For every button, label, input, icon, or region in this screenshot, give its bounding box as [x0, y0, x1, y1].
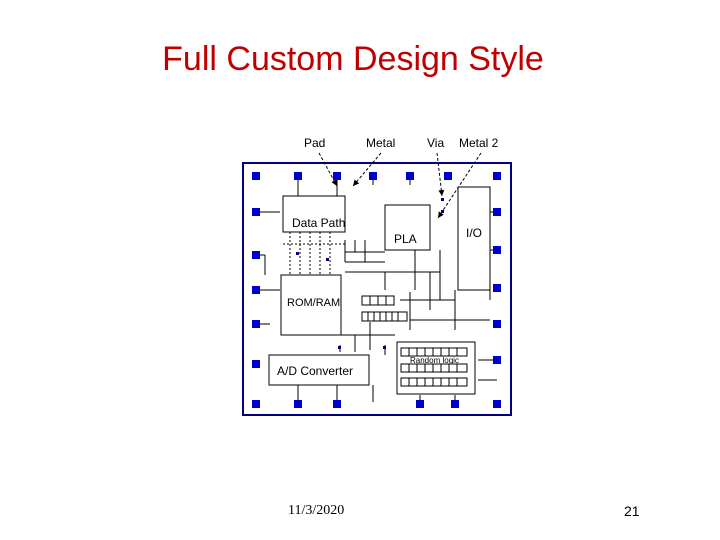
pad [294, 172, 302, 180]
pad [252, 320, 260, 328]
pla-block [384, 204, 431, 251]
pad [369, 172, 377, 180]
pad [406, 172, 414, 180]
data-path-block [282, 195, 346, 233]
callout-arrows [318, 152, 482, 219]
pad [333, 400, 341, 408]
random-logic-label: Random logic [410, 356, 459, 365]
pad [416, 400, 424, 408]
ad-converter-label: A/D Converter [277, 364, 353, 378]
pla-label: PLA [394, 232, 417, 246]
pad [493, 208, 501, 216]
pad [252, 400, 260, 408]
metal2-callout-label: Metal 2 [459, 136, 499, 150]
pad [451, 400, 459, 408]
pads [252, 172, 501, 408]
pad [493, 356, 501, 364]
pad [444, 172, 452, 180]
pad [493, 172, 501, 180]
dashed-wiring [283, 232, 345, 275]
via-dots [296, 198, 444, 349]
pad [333, 172, 341, 180]
pad [252, 208, 260, 216]
slide-date: 11/3/2020 [288, 503, 345, 518]
pad [252, 360, 260, 368]
via-callout-label: Via [427, 136, 444, 150]
pad [252, 286, 260, 294]
pad [252, 251, 260, 259]
pad [294, 400, 302, 408]
pad [493, 320, 501, 328]
cell-array-top [361, 295, 408, 322]
slide-title: Full Custom Design Style [162, 40, 544, 78]
pad [493, 284, 501, 292]
random-logic-cells [400, 347, 468, 387]
io-block [457, 186, 491, 291]
io-label: I/O [466, 226, 482, 240]
pad [493, 246, 501, 254]
rom-ram-block [280, 274, 342, 336]
pad-callout-label: Pad [304, 136, 325, 150]
pad [493, 400, 501, 408]
slide-page-number: 21 [624, 503, 640, 519]
rom-ram-label: ROM/RAM [287, 297, 340, 309]
data-path-label: Data Path [292, 216, 345, 230]
pad [252, 172, 260, 180]
metal-callout-label: Metal [366, 136, 395, 150]
ad-converter-block [268, 354, 370, 386]
